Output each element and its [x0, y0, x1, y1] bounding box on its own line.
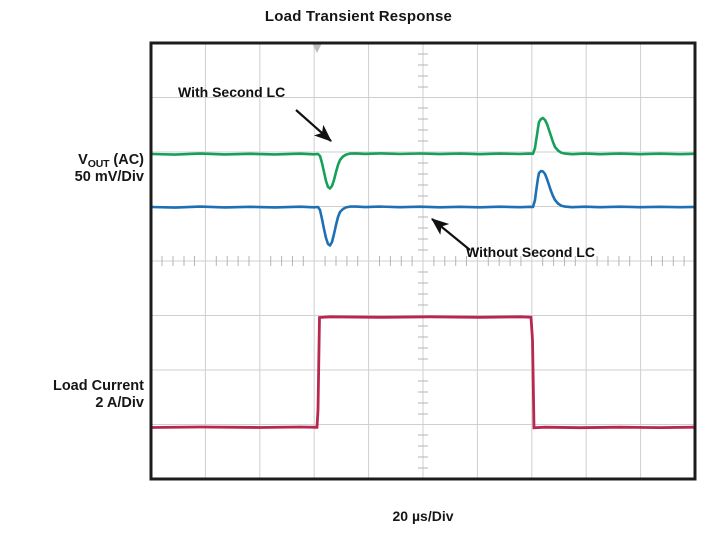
- vout-label-line2: 50 mV/Div: [74, 169, 144, 186]
- annotation-arrow-with-second-lc: [295, 109, 332, 142]
- iload-label-line1: Load Current: [52, 378, 144, 394]
- page-title: Load Transient Response: [264, 8, 453, 25]
- plot-frame: [149, 41, 697, 481]
- trace-load-current: [151, 315, 695, 430]
- vout-subscript: OUT: [87, 158, 110, 170]
- iload-label-line2: 2 A/Div: [95, 395, 144, 412]
- annotation-with-second-lc: With Second LC: [178, 84, 286, 100]
- vout-symbol: V: [78, 152, 88, 168]
- trigger-marker-icon: [312, 43, 322, 53]
- trace-without-second-lc: [151, 169, 695, 247]
- trace-with-second-lc: [151, 116, 695, 190]
- annotation-arrow-without-second-lc: [431, 218, 471, 251]
- minor-ticks-vertical: [418, 53, 428, 469]
- y-axis-label-load-current: Load Current 2 A/Div: [0, 378, 144, 412]
- y-axis-label-vout: VOUT (AC) 50 mV/Div: [8, 152, 144, 186]
- x-axis-label: 20 µs/Div: [392, 508, 454, 524]
- minor-ticks-horizontal: [161, 256, 685, 266]
- vout-label-line1: VOUT (AC): [78, 152, 144, 170]
- vout-coupling: (AC): [109, 152, 144, 168]
- annotation-without-second-lc: Without Second LC: [466, 244, 595, 260]
